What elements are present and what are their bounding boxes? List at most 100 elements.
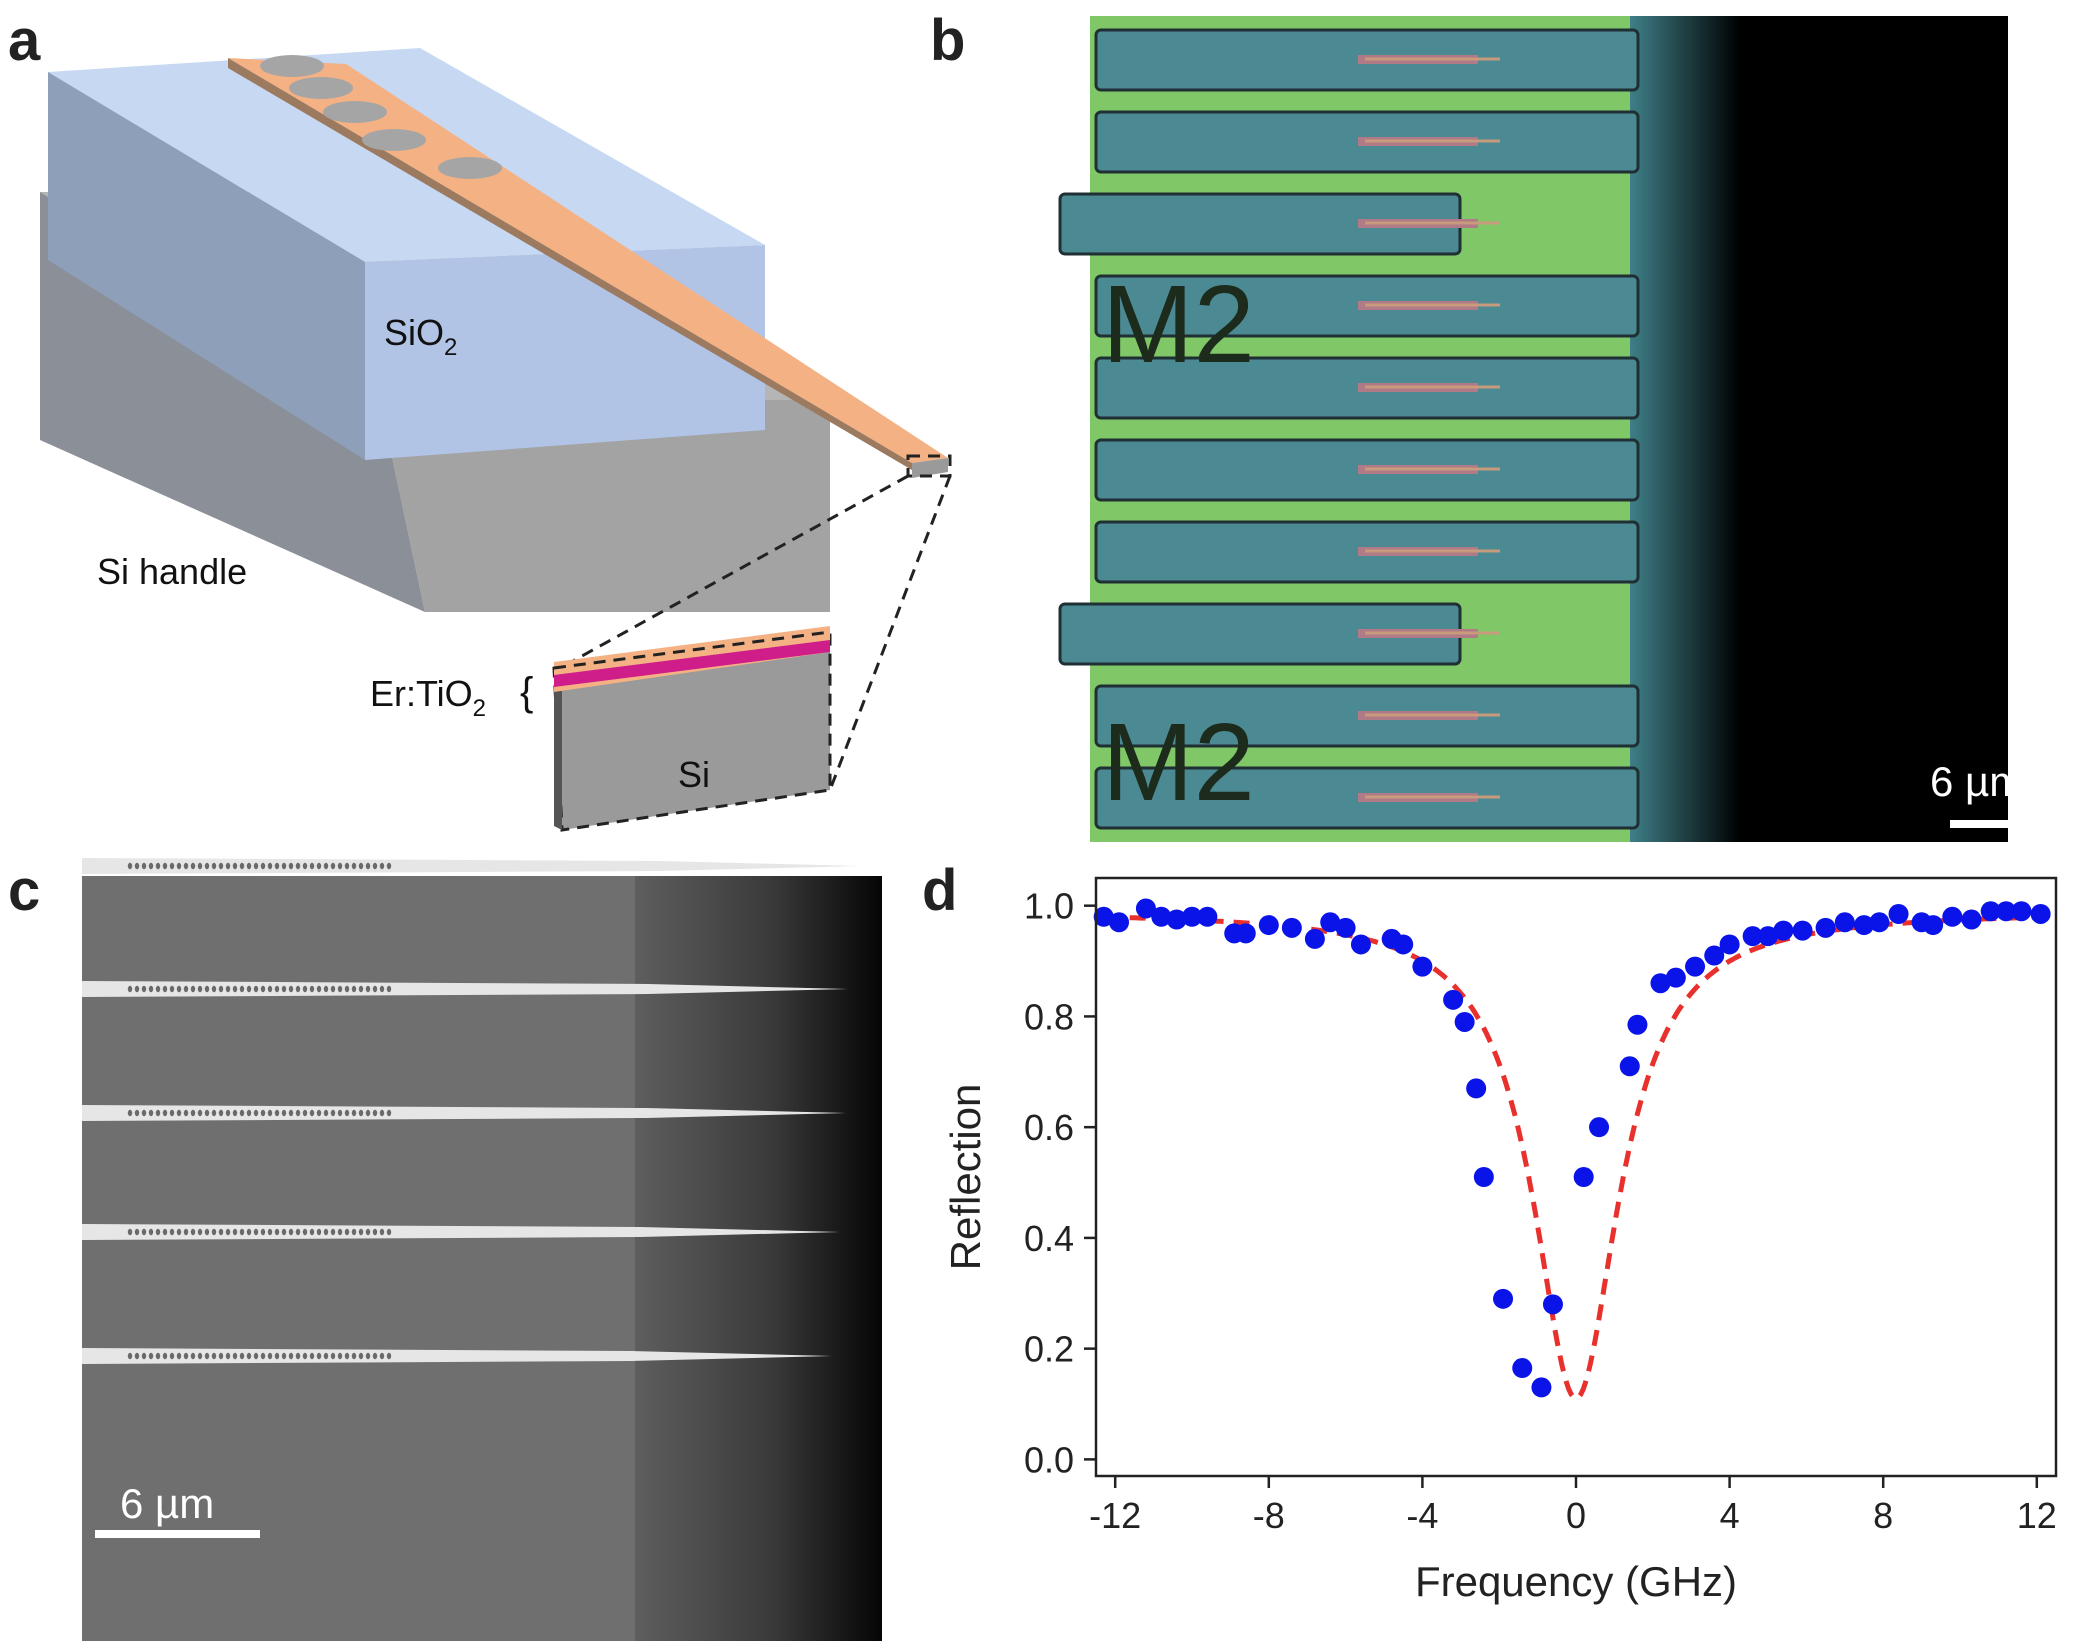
data-point bbox=[1135, 898, 1156, 919]
sem-hole bbox=[316, 985, 322, 993]
sem-hole bbox=[281, 1352, 287, 1360]
sem-hole bbox=[386, 1109, 392, 1117]
sem-hole bbox=[386, 1352, 392, 1360]
label-er-tio2: Er:TiO2 bbox=[370, 673, 486, 722]
sem-hole bbox=[267, 862, 273, 870]
sem-hole bbox=[330, 985, 336, 993]
sem-etched-region bbox=[635, 876, 882, 1641]
sem-hole bbox=[134, 862, 140, 870]
sem-hole bbox=[232, 1228, 238, 1236]
sem-hole bbox=[351, 1228, 357, 1236]
sem-beam bbox=[82, 1224, 840, 1240]
lorentzian-fit bbox=[1103, 914, 2049, 1402]
data-point bbox=[1719, 934, 1740, 955]
sem-hole bbox=[190, 1352, 196, 1360]
sem-hole bbox=[176, 1352, 182, 1360]
data-point bbox=[1685, 956, 1706, 977]
sem-hole bbox=[302, 1352, 308, 1360]
y-tick-label: 0.0 bbox=[1024, 1439, 1074, 1480]
sem-hole bbox=[316, 1228, 322, 1236]
sem-beam bbox=[82, 858, 860, 874]
data-point bbox=[1792, 920, 1813, 941]
sem-hole bbox=[281, 985, 287, 993]
sem-hole bbox=[183, 1352, 189, 1360]
data-point bbox=[1589, 1117, 1610, 1138]
data-point bbox=[1320, 912, 1341, 933]
data-point bbox=[1742, 926, 1763, 947]
sem-hole bbox=[141, 1352, 147, 1360]
sem-hole bbox=[204, 1228, 210, 1236]
label-sio2: SiO2 bbox=[384, 312, 457, 361]
sem-hole bbox=[183, 985, 189, 993]
x-tick-label: 12 bbox=[2017, 1495, 2057, 1536]
data-point bbox=[1493, 1288, 1514, 1309]
sem-hole bbox=[365, 1109, 371, 1117]
data-point bbox=[1466, 1078, 1487, 1099]
sem-hole bbox=[274, 1228, 280, 1236]
sem-hole bbox=[260, 1228, 266, 1236]
sem-hole bbox=[190, 985, 196, 993]
sem-hole bbox=[253, 1109, 259, 1117]
sem-hole bbox=[162, 1352, 168, 1360]
sem-hole bbox=[197, 862, 203, 870]
sem-hole bbox=[127, 1109, 133, 1117]
sem-hole bbox=[344, 1228, 350, 1236]
sem-hole bbox=[239, 1109, 245, 1117]
sem-hole bbox=[155, 1352, 161, 1360]
sem-hole bbox=[239, 985, 245, 993]
sem-hole bbox=[281, 1109, 287, 1117]
sem-hole bbox=[246, 862, 252, 870]
sem-hole bbox=[351, 1109, 357, 1117]
data-point bbox=[1335, 917, 1356, 938]
plot-frame bbox=[1094, 876, 2058, 1478]
sem-hole bbox=[225, 1352, 231, 1360]
sem-hole bbox=[288, 1109, 294, 1117]
sem-hole bbox=[232, 985, 238, 993]
scale-label-c: 6 µm bbox=[120, 1480, 214, 1527]
sem-hole bbox=[204, 1109, 210, 1117]
sem-hole bbox=[169, 985, 175, 993]
cavity-hole bbox=[438, 157, 502, 179]
sem-hole bbox=[267, 1228, 273, 1236]
sem-hole bbox=[190, 862, 196, 870]
sem-hole bbox=[148, 1228, 154, 1236]
sem-hole bbox=[141, 1228, 147, 1236]
sem-hole bbox=[358, 1352, 364, 1360]
data-point bbox=[1454, 1011, 1475, 1032]
sem-hole bbox=[218, 1228, 224, 1236]
sem-hole bbox=[330, 1228, 336, 1236]
sem-hole bbox=[190, 1228, 196, 1236]
cavity-hole bbox=[289, 77, 353, 99]
panel-b-letter: b bbox=[930, 8, 966, 73]
sem-hole bbox=[183, 1228, 189, 1236]
sem-hole bbox=[372, 862, 378, 870]
sem-hole bbox=[323, 1109, 329, 1117]
sem-hole bbox=[204, 1352, 210, 1360]
panel-c-letter: c bbox=[8, 858, 41, 923]
sem-hole bbox=[155, 862, 161, 870]
sem-hole bbox=[225, 1109, 231, 1117]
sem-hole bbox=[253, 985, 259, 993]
sem-hole bbox=[148, 1109, 154, 1117]
sem-hole bbox=[134, 1352, 140, 1360]
x-tick-label: 8 bbox=[1873, 1495, 1893, 1536]
x-tick-label: -4 bbox=[1406, 1495, 1438, 1536]
data-point bbox=[1350, 934, 1371, 955]
sem-hole bbox=[288, 985, 294, 993]
sem-hole bbox=[274, 1352, 280, 1360]
sem-hole bbox=[155, 1228, 161, 1236]
sem-hole bbox=[232, 1352, 238, 1360]
data-point bbox=[1443, 989, 1464, 1010]
cavity-hole bbox=[323, 101, 387, 123]
sem-hole bbox=[197, 1352, 203, 1360]
sem-hole bbox=[323, 862, 329, 870]
sem-hole bbox=[337, 1109, 343, 1117]
sem-hole bbox=[239, 862, 245, 870]
sem-hole bbox=[183, 1109, 189, 1117]
sem-hole bbox=[358, 985, 364, 993]
sem-hole bbox=[246, 1228, 252, 1236]
sem-image: 6 µm bbox=[82, 858, 882, 1641]
data-point bbox=[1197, 906, 1218, 927]
